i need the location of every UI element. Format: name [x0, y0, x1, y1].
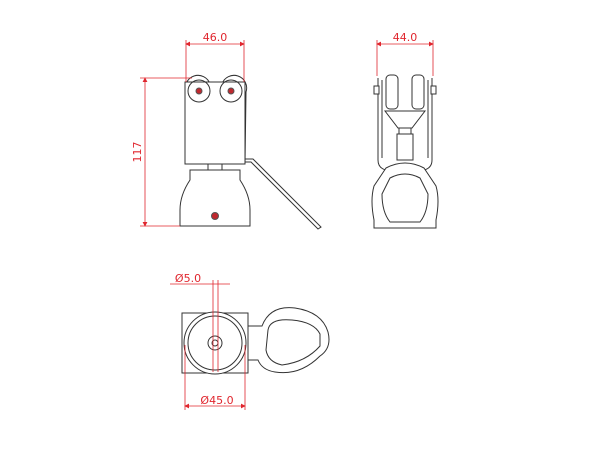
left-roller	[187, 79, 211, 103]
side-loop	[371, 162, 439, 229]
side-right-roller	[411, 74, 425, 110]
set-screw-hole	[211, 212, 219, 220]
body-inner-circle	[187, 315, 243, 371]
right-axle-hole	[227, 87, 235, 95]
dim-side-width: 44.0	[376, 31, 434, 76]
lever-rod	[245, 158, 322, 230]
dim-pin-diameter: Ø5.0	[170, 272, 230, 372]
right-roller	[219, 79, 243, 103]
center-boss	[207, 335, 223, 351]
side-loop-inner	[381, 173, 429, 223]
lower-cup	[179, 169, 251, 227]
cone-nut	[383, 110, 427, 129]
dim-front-width: 46.0	[185, 31, 245, 82]
top-view	[181, 307, 330, 375]
left-axle-hole	[195, 87, 203, 95]
body-outer-circle	[183, 311, 247, 375]
front-width-label: 46.0	[203, 31, 228, 44]
dim-body-diameter: Ø45.0	[184, 345, 246, 410]
body-diameter-label: Ø45.0	[200, 394, 233, 407]
side-view	[371, 74, 439, 229]
front-height-label: 117	[131, 142, 144, 163]
front-view	[179, 74, 322, 230]
handle-loop	[244, 307, 330, 374]
side-width-label: 44.0	[393, 31, 418, 44]
pin-diameter-label: Ø5.0	[175, 272, 201, 285]
left-axle-cap	[373, 85, 380, 95]
stem	[396, 133, 414, 161]
neck	[207, 163, 223, 171]
handle-loop-inner	[265, 319, 321, 366]
side-left-roller	[385, 74, 399, 110]
stem-collar	[398, 127, 412, 135]
dim-front-height: 117	[131, 77, 192, 227]
body-block	[184, 81, 246, 165]
right-axle-cap	[430, 85, 437, 95]
